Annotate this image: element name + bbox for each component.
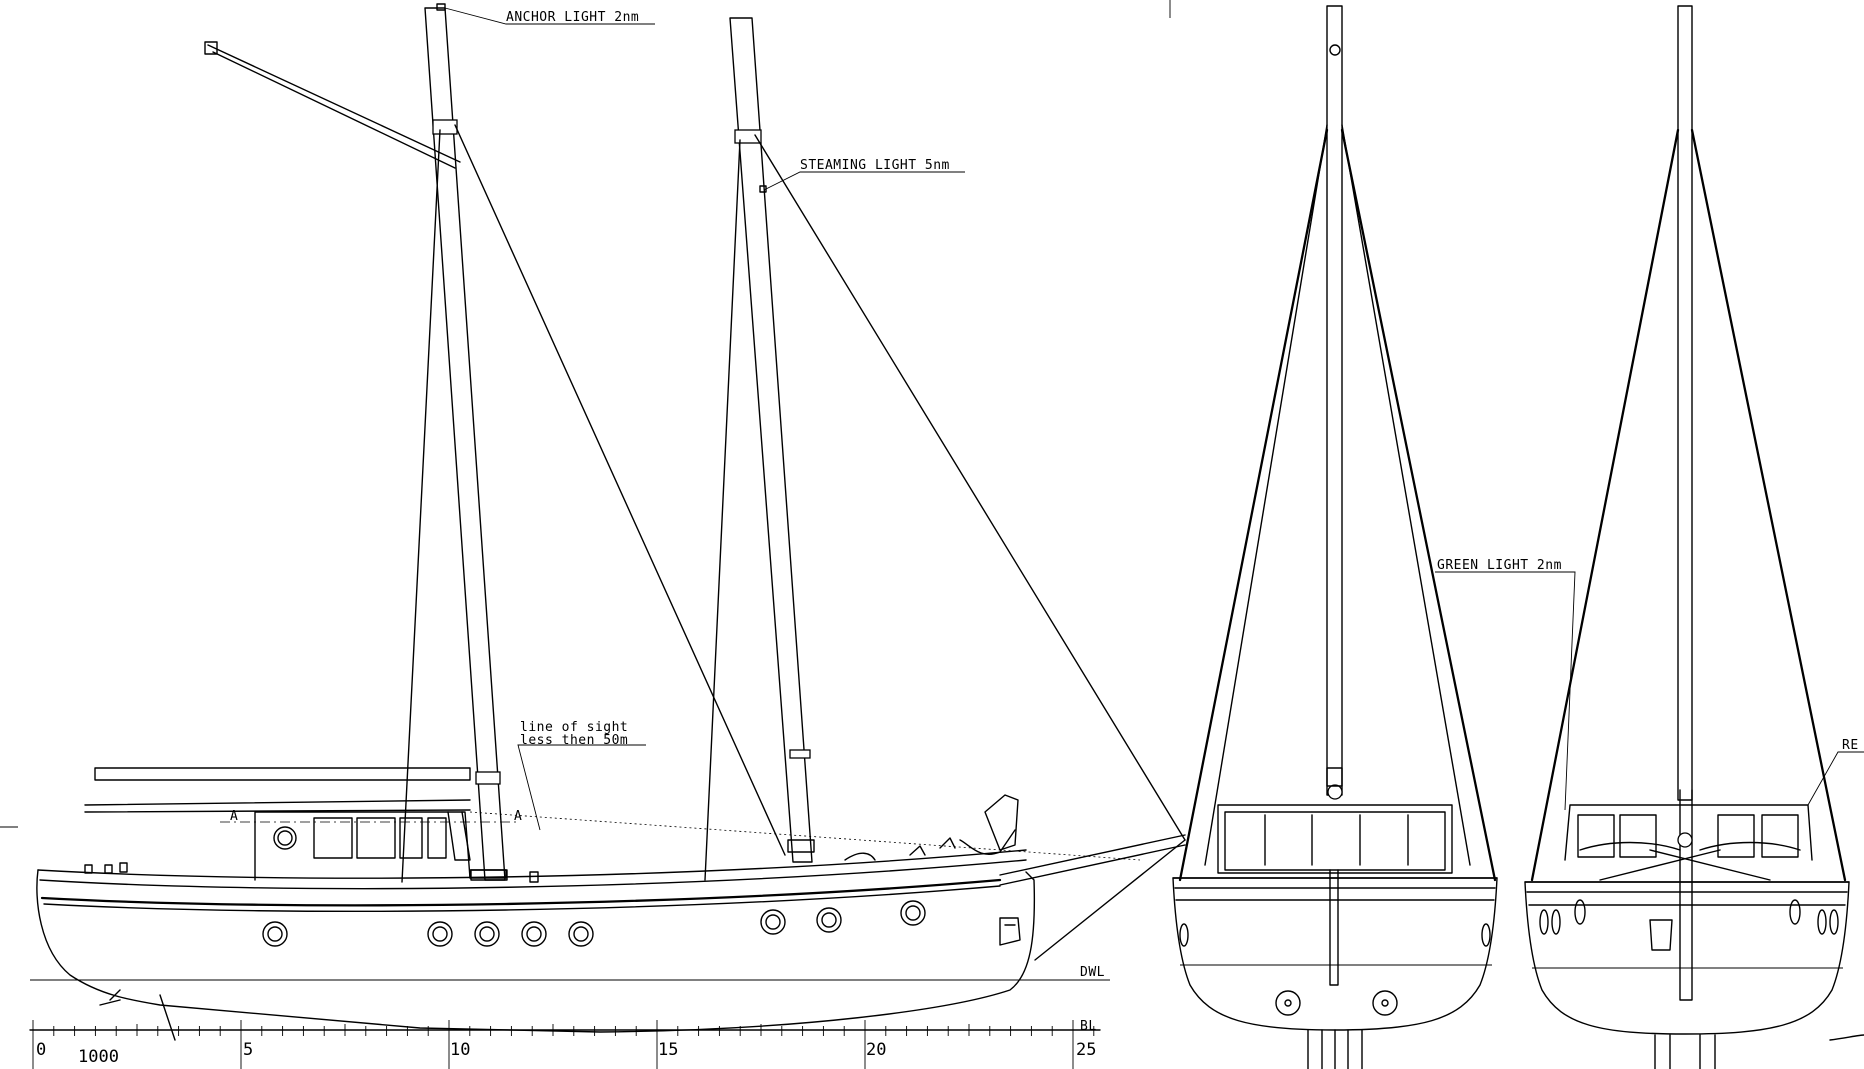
hawse-pipe [1372,990,1398,1016]
deckhouse-window [313,817,353,859]
bobstay [1034,839,1186,961]
hawse-pipe [1275,990,1301,1016]
scale-tick-label: 10 [450,1040,470,1060]
steaming-light-label: STEAMING LIGHT 5nm [800,158,950,173]
fore-mast [729,17,813,863]
wheelhouse-door [447,811,471,861]
anchor-icon [1649,919,1673,951]
rubrail [40,878,1002,907]
section-a-label: A [514,809,522,824]
scale-tick-label: 0 [36,1040,46,1060]
rubrail-lower [43,885,1001,913]
side-profile: DWL BL A A [30,3,1186,1041]
bowsprit [999,834,1186,886]
keel-post [1307,1029,1363,1069]
stern-cabin [1564,804,1813,861]
section-a-label: A [230,809,238,824]
anchor-light-label: ANCHOR LIGHT 2nm [506,10,639,25]
line-of-sight-label-1: line of sight [520,720,628,735]
boom-spar [94,767,471,781]
sheer-line [37,849,1027,879]
bow-view-mast [1326,5,1343,796]
rudder-post [1679,789,1693,1001]
skeg [99,989,176,1041]
anchor-light-leader [444,7,655,25]
hull-outline [36,869,1036,1033]
hull-portholes [262,900,926,947]
scale-bar: 1000 0 5 10 15 20 25 [29,1020,1101,1069]
shroud [1178,128,1329,882]
stern-view-mast [1677,5,1693,801]
mast-band [475,771,501,785]
deckhouse-porthole [273,826,297,850]
bow-fitting [984,794,1019,851]
stern-view [1524,5,1864,1069]
line-of-sight-leader [517,744,646,831]
bow-hull [1172,877,1498,1031]
steaming-light-leader [763,171,965,191]
mast-band [432,119,458,135]
deckhouse-window [399,817,423,859]
anchor-windlass [959,829,1016,855]
shroud [704,139,741,881]
scale-tick-label: 5 [243,1040,253,1060]
mast-band [789,749,811,759]
shroud [1690,128,1847,882]
green-light-label: GREEN LIGHT 2nm [1437,558,1562,573]
gaff-spar [207,44,461,169]
bow-view [1172,5,1498,1069]
scale-unit-label: 1000 [78,1047,119,1067]
forestay [454,124,786,856]
line-of-sight-label-2: less then 50m [520,733,628,748]
rubrail-upper [39,859,1027,890]
line-of-sight [469,811,1141,861]
scale-tick-label: 15 [658,1040,678,1060]
forestay [754,134,1186,841]
stern-hull [1524,881,1850,1035]
red-light-leader [1807,751,1864,806]
scale-tick-label: 25 [1076,1040,1096,1060]
deckhouse-window [427,817,447,859]
anchor-light [436,3,446,11]
shroud [401,129,441,883]
main-mast [424,7,506,881]
shroud [1340,128,1497,882]
dwl-label: DWL [1080,965,1105,980]
deckhouse-window [356,817,396,859]
scale-tick-label: 20 [866,1040,886,1060]
bow-cabin [1217,804,1453,874]
red-light-label: RE [1842,738,1859,753]
anchor-icon [999,917,1021,946]
awning [84,799,471,813]
shroud [1530,128,1680,882]
green-light-leader [1435,571,1576,811]
mast-band [734,129,762,144]
